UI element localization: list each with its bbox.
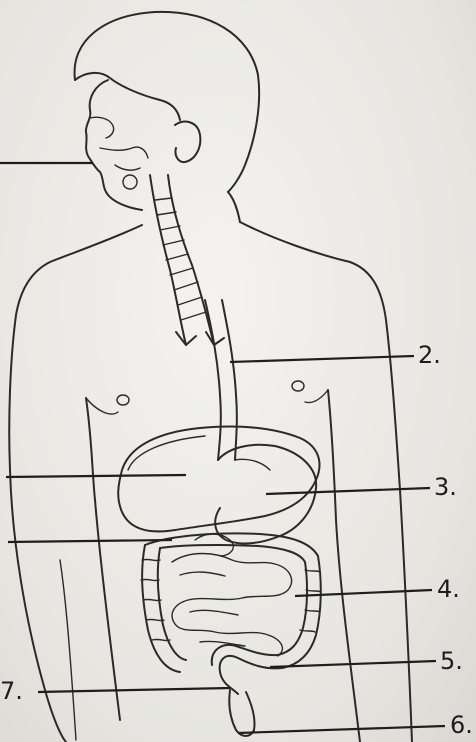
leader-line-6 bbox=[238, 726, 445, 733]
small-intestine bbox=[172, 534, 292, 656]
leader-line-3 bbox=[266, 488, 430, 494]
label-3: 3. bbox=[434, 473, 457, 501]
label-4: 4. bbox=[437, 575, 460, 603]
head-outline bbox=[75, 12, 260, 222]
label-6: 6. bbox=[450, 711, 473, 739]
label-2: 2. bbox=[418, 341, 441, 369]
rectum bbox=[229, 690, 254, 736]
leader-line-unlabeled-left-2 bbox=[8, 540, 172, 542]
leader-lines bbox=[0, 163, 445, 733]
esophagus bbox=[150, 175, 237, 460]
leader-line-7 bbox=[38, 688, 230, 692]
leader-line-2 bbox=[230, 356, 414, 362]
label-5: 5. bbox=[440, 647, 463, 675]
label-7: 7. bbox=[0, 677, 23, 705]
leader-line-unlabeled-left bbox=[6, 475, 186, 477]
stomach bbox=[215, 445, 316, 544]
